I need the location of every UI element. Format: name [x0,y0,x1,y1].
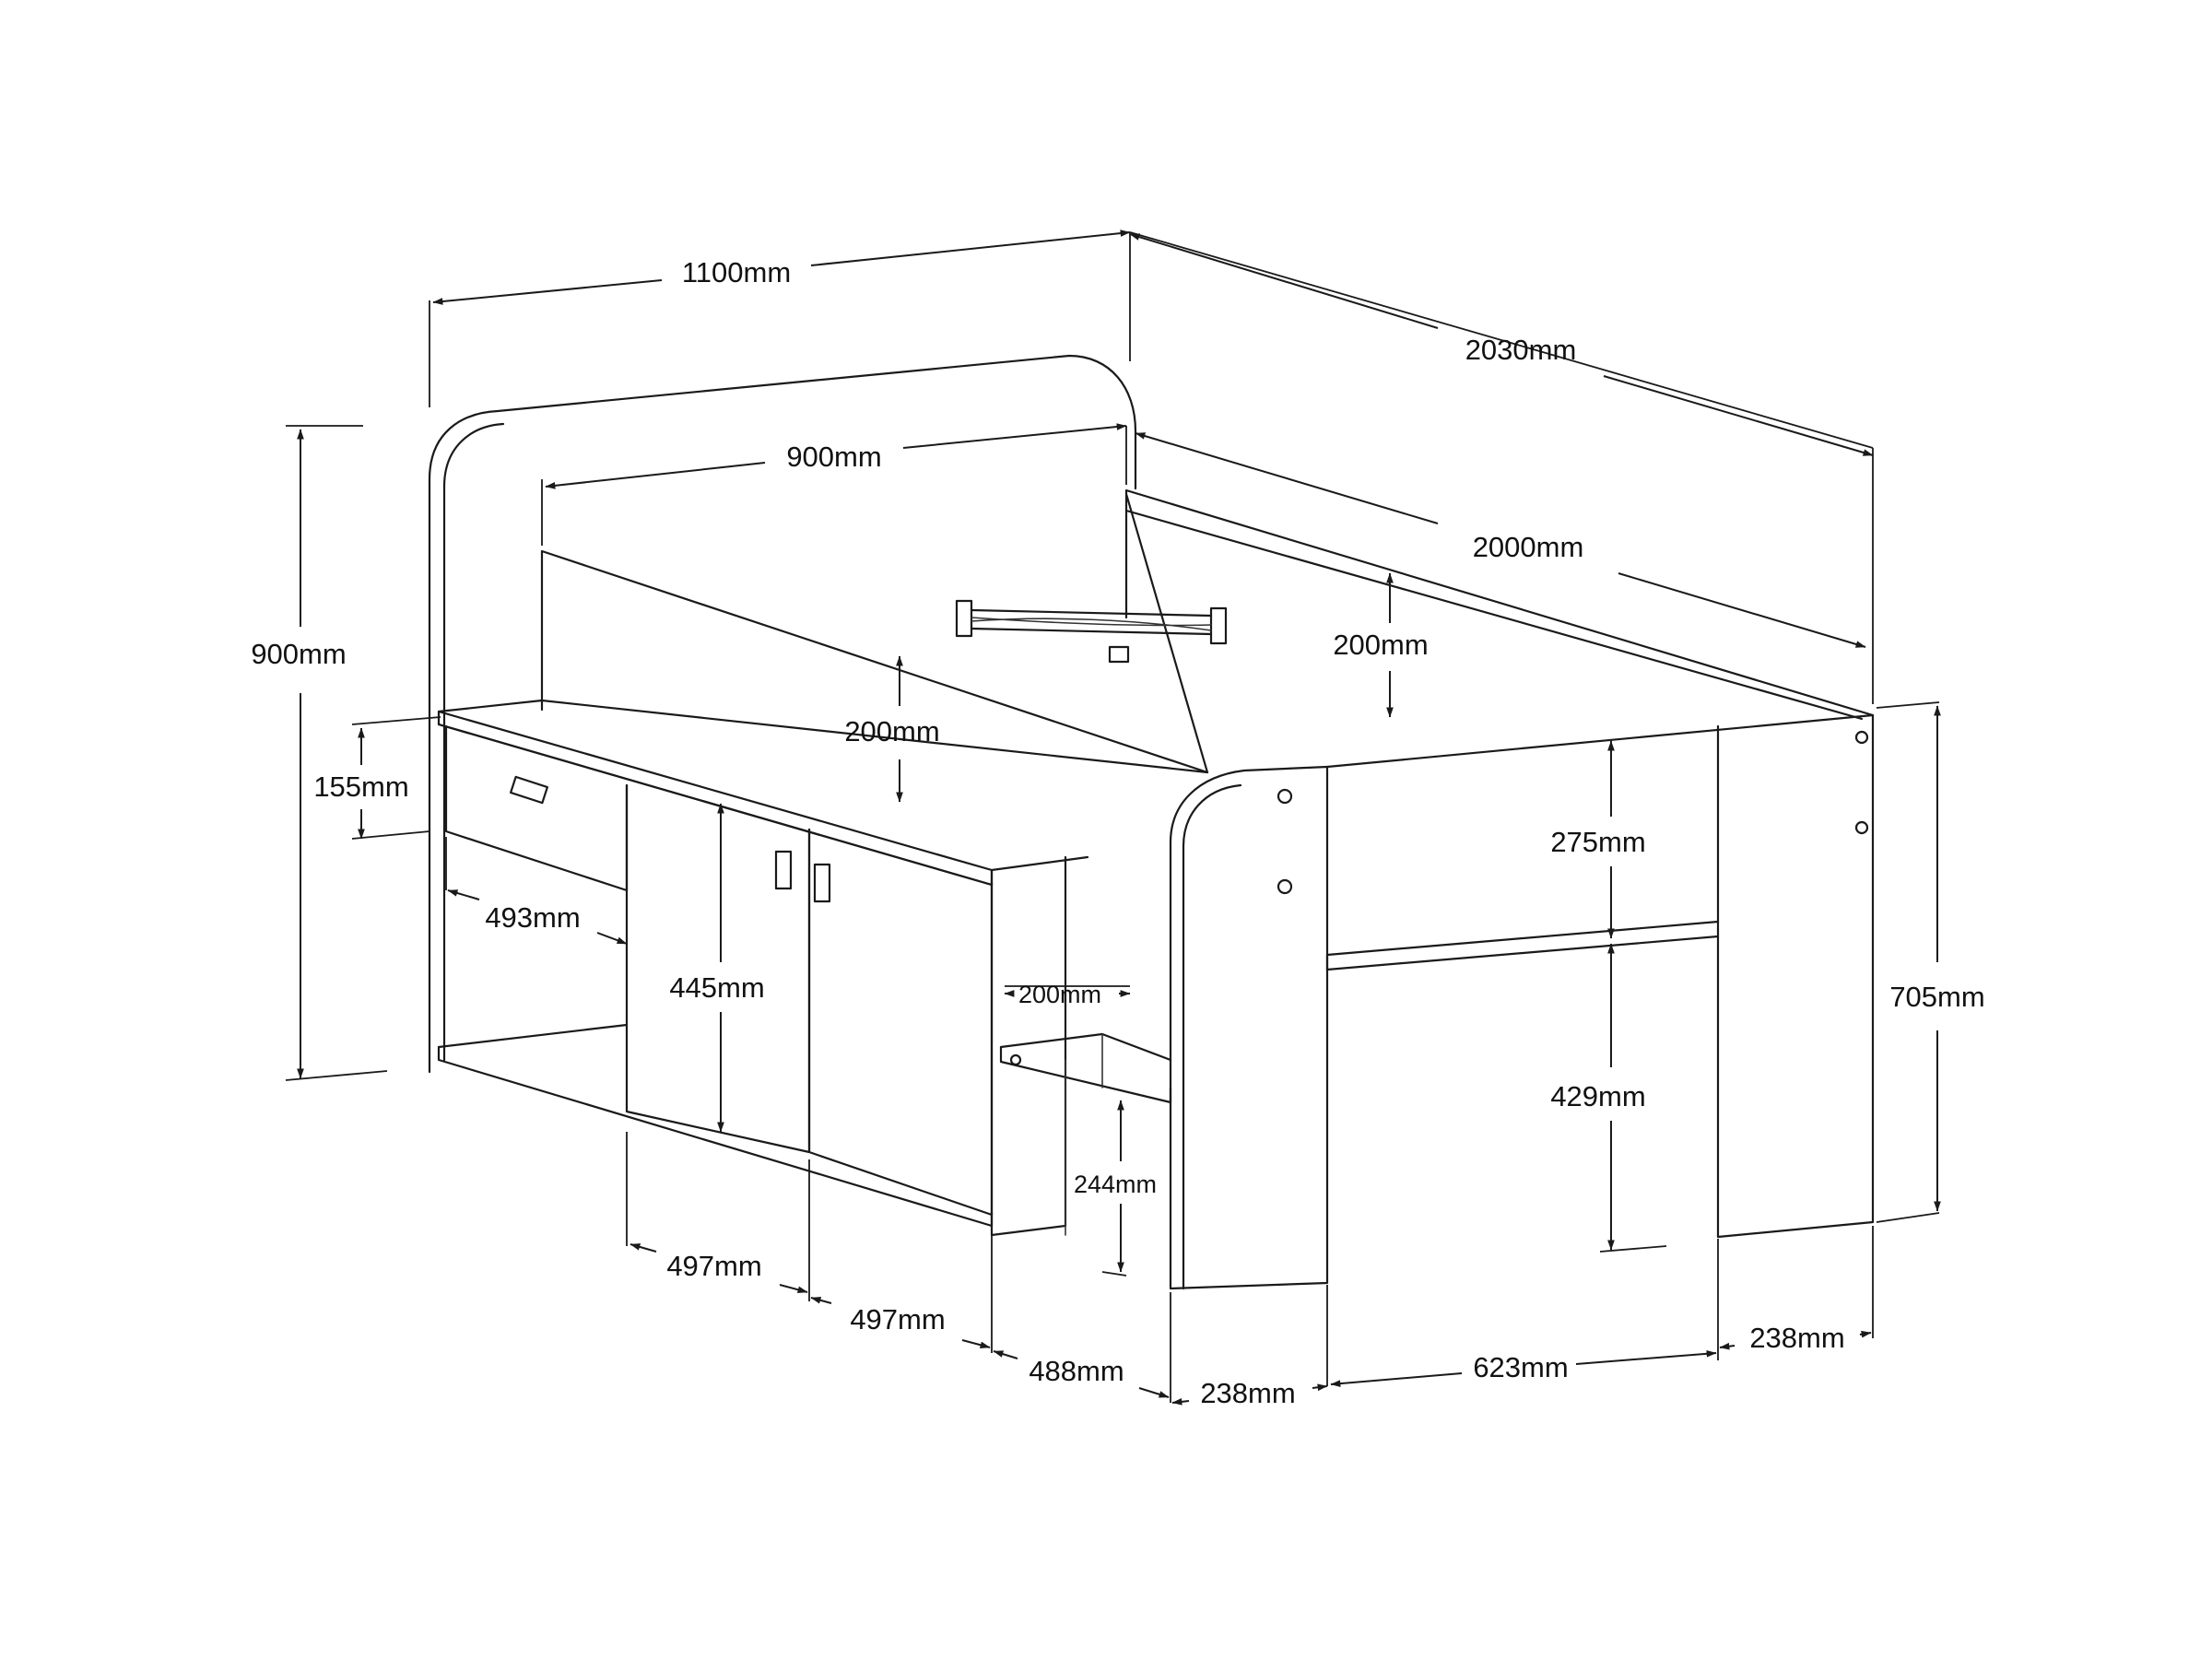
label-shelf-height: 244mm [1074,1171,1157,1198]
label-rail-height-rear: 200mm [1333,629,1428,661]
side-hole-bottom [1854,820,1869,835]
label-desk-width: 488mm [1029,1355,1124,1387]
cupboard-door-left [625,783,811,1154]
label-rail-height-front: 200mm [844,715,939,747]
footboard [1169,765,1329,1290]
storage-top [437,699,1209,887]
label-end-panel-back: 238mm [1749,1322,1844,1354]
label-side-height-upper: 275mm [1550,826,1645,858]
drawer-front [444,724,629,892]
label-overall-length: 2030mm [1465,334,1577,366]
label-inner-length: 2000mm [1473,531,1584,563]
lower-shelf [437,1023,994,1228]
side-hole-top [1854,730,1869,745]
side-panel [1325,713,1875,1239]
door-handle-left [774,850,793,890]
label-overall-height: 900mm [251,638,346,670]
dimension-lines [297,229,1941,1406]
label-end-panel-front: 238mm [1200,1377,1295,1409]
label-shelf-width: 200mm [1018,981,1101,1008]
footboard-hole-bottom [1277,878,1293,895]
label-door-width-left: 497mm [666,1250,761,1282]
label-side-height-total: 705mm [1889,981,1984,1013]
label-drawer-height: 155mm [313,771,408,803]
headboard [428,354,1137,1074]
label-door-width-right: 497mm [850,1303,945,1335]
label-inner-width: 900mm [786,441,881,473]
label-drawer-depth: 493mm [485,901,580,934]
door-handle-right [813,863,831,903]
footboard-hole-top [1277,788,1293,805]
label-overall-width: 1100mm [682,256,791,288]
support-bar [955,599,1228,664]
rear-rail-left [540,549,1209,774]
label-side-height-lower: 429mm [1550,1080,1645,1112]
side-shelf [999,1032,1172,1104]
desk-unit [990,855,1089,1237]
dimension-labels: 1100mm 2030mm 900mm 2000mm 900mm 200mm 2… [251,256,1984,1409]
cupboard-door-right [807,828,994,1217]
extension-lines [285,231,1940,1403]
drawer-handle [509,775,549,805]
label-opening-width: 623mm [1473,1351,1568,1383]
bed-outline [428,354,1875,1290]
label-cupboard-height: 445mm [669,971,764,1004]
